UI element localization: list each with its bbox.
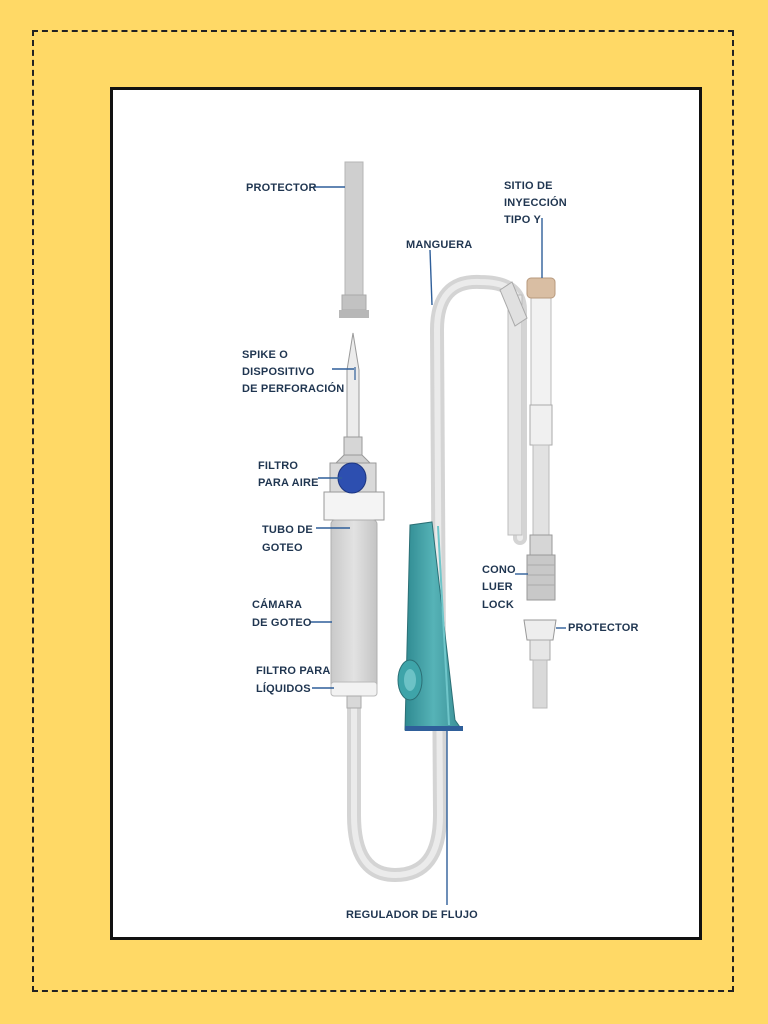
- flow-regulator: [397, 521, 463, 731]
- label-filtro-aire-1: FILTRO: [258, 460, 298, 472]
- label-sitio-2: INYECCIÓN: [504, 196, 567, 209]
- label-cono-1: CONO: [482, 564, 516, 576]
- luer-protector: [523, 619, 557, 709]
- label-cono-3: LOCK: [482, 599, 514, 611]
- label-cono-2: LUER: [482, 581, 513, 593]
- label-spike-1: SPIKE O: [242, 349, 288, 361]
- dashed-frame: [32, 30, 734, 992]
- label-sitio-1: SITIO DE: [504, 180, 553, 192]
- label-protector-top: PROTECTOR: [246, 182, 317, 194]
- label-manguera: MANGUERA: [406, 239, 472, 251]
- label-filtro-liquidos-2: LÍQUIDOS: [256, 682, 311, 695]
- label-protector-right: PROTECTOR: [568, 622, 639, 634]
- luer-lock: [526, 534, 556, 601]
- label-sitio-3: TIPO Y: [504, 214, 542, 226]
- label-camara-2: DE GOTEO: [252, 617, 312, 629]
- spike-protector: [339, 161, 369, 318]
- drip-chamber: [330, 519, 378, 709]
- label-tubo-goteo-1: TUBO DE: [262, 524, 313, 536]
- label-spike-3: DE PERFORACIÓN: [242, 382, 344, 395]
- label-tubo-goteo-2: GOTEO: [262, 542, 303, 554]
- label-spike-2: DISPOSITIVO: [242, 366, 315, 378]
- label-filtro-aire-2: PARA AIRE: [258, 477, 319, 489]
- label-camara-1: CÁMARA: [252, 598, 302, 611]
- label-filtro-liquidos-1: FILTRO PARA: [256, 665, 331, 677]
- air-filter: [337, 462, 367, 494]
- y-injection-site: [499, 277, 556, 536]
- diagram-panel: [110, 87, 702, 940]
- label-regulador: REGULADOR DE FLUJO: [346, 909, 478, 921]
